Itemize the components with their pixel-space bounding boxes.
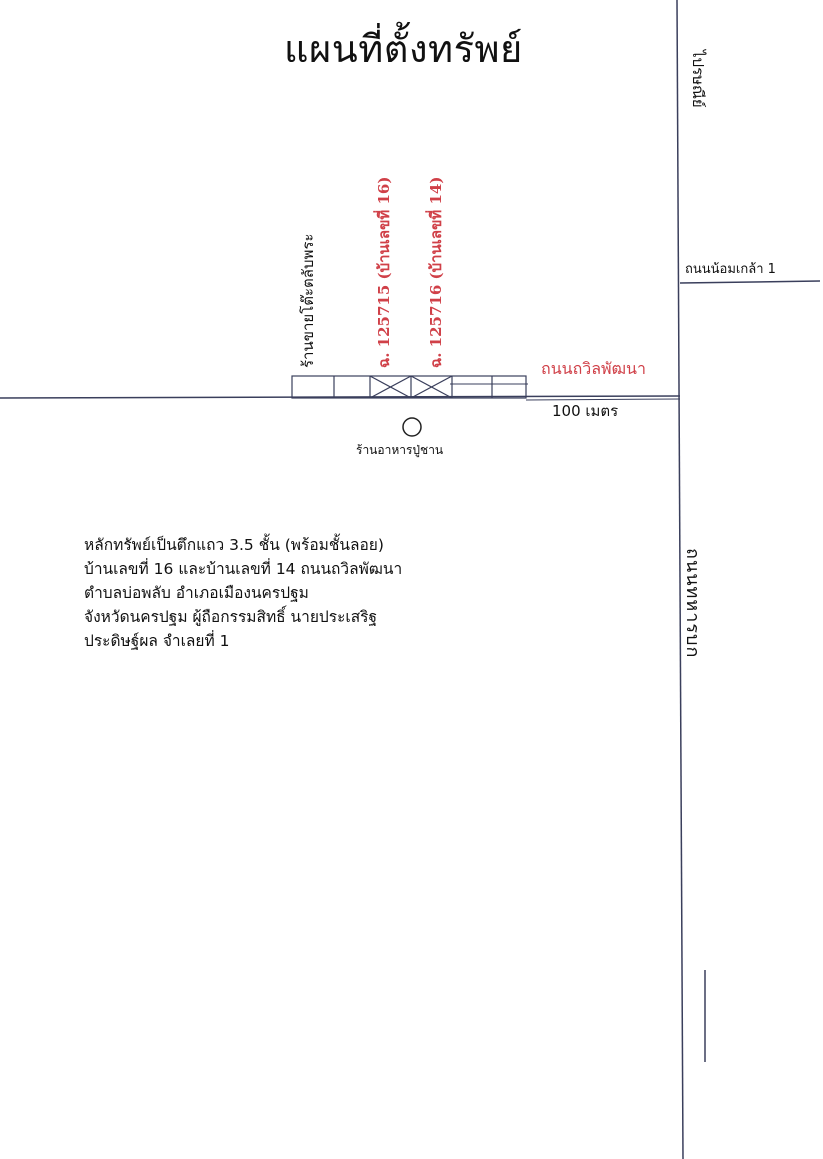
description-line: หลักทรัพย์เป็นตึกแถว 3.5 ชั้น (พร้อมชั้น… — [84, 536, 384, 554]
map-title: แผนที่ตั้งทรัพย์ — [284, 27, 523, 71]
road-label-vertical: ถนนทหารบก — [682, 548, 703, 659]
branch-road-line — [679, 280, 821, 284]
target-unit-14 — [410, 375, 453, 399]
horizontal-road-line-lower — [525, 398, 681, 401]
landmark-shop-north: ร้านขายโต๊ะตลับพระ — [299, 233, 317, 368]
description-line: จังหวัดนครปฐม ผู้ถือกรรมสิทธิ์ นายประเสร… — [84, 608, 378, 626]
shophouse-row — [291, 375, 527, 399]
road-label-main: ถนนถวิลพัฒนา — [541, 359, 646, 378]
description-line: ประดิษฐ์ผล จำเลยที่ 1 — [84, 632, 230, 650]
vertical-road-line — [676, 0, 684, 1159]
distance-label: 100 เมตร — [552, 402, 619, 420]
description-line: บ้านเลขที่ 16 และบ้านเลขที่ 14 ถนนถวิลพั… — [84, 560, 403, 578]
road-label-top-right: ไปรษณีย์ — [689, 50, 707, 108]
landmark-restaurant: ร้านอาหารปู่ชาน — [356, 443, 444, 457]
description-line: ตำบลบ่อพลับ อำเภอเมืองนครปฐม — [84, 584, 309, 602]
restaurant-marker — [402, 417, 422, 437]
property-description: หลักทรัพย์เป็นตึกแถว 3.5 ชั้น (พร้อมชั้น… — [84, 533, 464, 653]
deed-label-16: ฉ. 125715 (บ้านเลขที่ 16) — [375, 176, 393, 368]
road-label-right: ถนนน้อมเกล้า 1 — [685, 262, 776, 277]
horizontal-road-line-upper — [0, 395, 681, 399]
deed-label-14: ฉ. 125716 (บ้านเลขที่ 14) — [427, 176, 445, 368]
target-unit-16 — [369, 375, 412, 399]
